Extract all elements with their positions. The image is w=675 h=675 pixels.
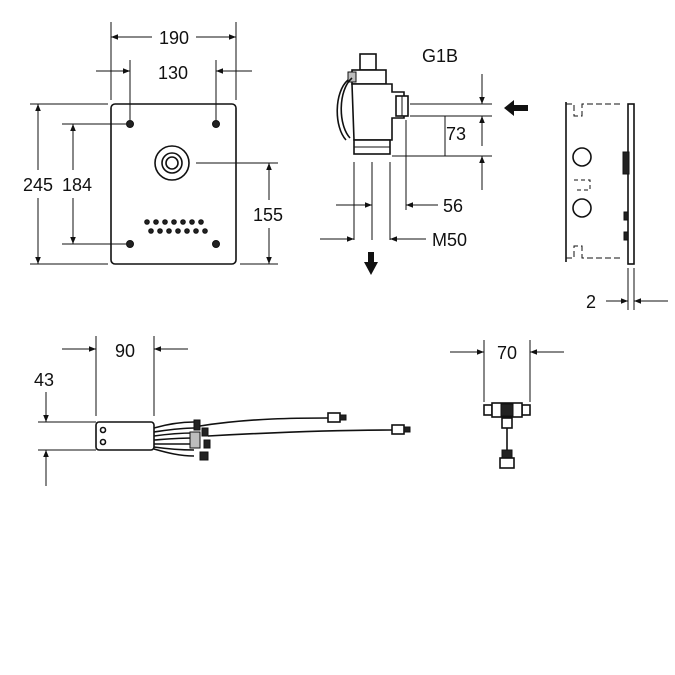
dim-plate-thickness: 2 [586,292,596,312]
plate-edge-view: 2 [565,102,668,312]
dim-thread: G1B [422,46,458,66]
dim-hole-spacing-vertical: 184 [62,175,92,195]
dim-module-height: 43 [34,370,54,390]
dim-hole-spacing-horizontal: 130 [158,63,188,83]
mounting-hole [126,120,134,128]
arrow-left-icon [504,100,528,116]
arrow-down-icon [364,262,378,275]
module-box [95,421,155,451]
dim-plate-height: 245 [23,175,53,195]
front-plate-view: 190 130 245 184 155 [23,22,283,265]
mounting-hole [126,240,134,248]
dim-outlet: M50 [432,230,467,250]
valve-side-view: G1B 73 56 M50 [320,46,528,275]
dim-module-width: 90 [115,341,135,361]
dim-plate-width: 190 [159,28,189,48]
mounting-hole [212,120,220,128]
dim-button-height: 155 [253,205,283,225]
connector-piece-view: 70 [450,340,564,469]
mounting-hole [212,240,220,248]
dim-connector-width: 70 [497,343,517,363]
electronic-module-view: 90 43 [34,336,411,486]
dim-valve-height: 73 [446,124,466,144]
dim-valve-offset: 56 [443,196,463,216]
sensor-grid [144,219,208,234]
